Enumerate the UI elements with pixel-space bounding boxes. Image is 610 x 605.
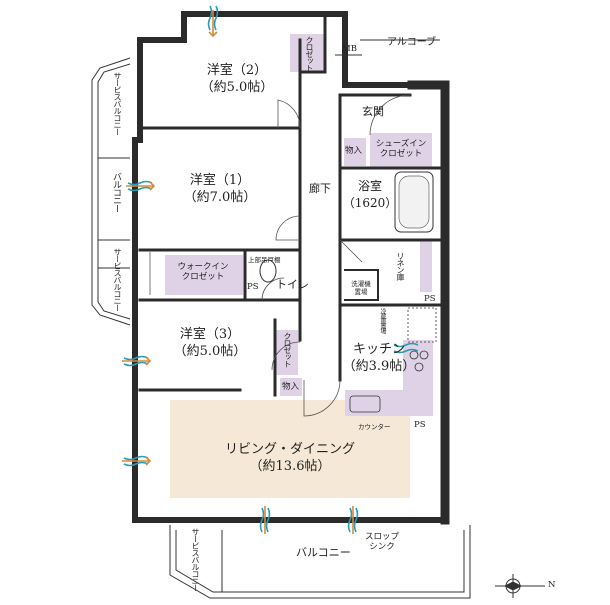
room-western2-name: 洋室（2） (206, 63, 268, 78)
room-bath-size: （1620） (342, 196, 398, 210)
main-balcony-outline (169, 525, 471, 599)
walkin-closet-line1: ウォークイン (177, 262, 229, 272)
shoes-closet-label: シューズイン クロゼット (376, 139, 427, 159)
balcony-main-label: バルコニー (296, 546, 351, 559)
walkin-closet-label: ウォークイン クロゼット (177, 262, 228, 282)
room-kitchen-name: キッチン (352, 342, 405, 357)
ps-label-1: PS (247, 282, 259, 292)
shoes-closet-fill (370, 133, 432, 167)
door-bath (339, 239, 363, 263)
room-western2: 洋室（2） （約5.0帖） (201, 62, 274, 96)
room-living-area: （約13.6帖） (249, 459, 331, 474)
ps-label-2: PS (424, 294, 436, 304)
sink (349, 395, 381, 413)
closet-top-fill (290, 34, 325, 72)
toilet-bowl (259, 259, 277, 283)
service-balcony-inner (97, 63, 131, 320)
counter-label: カウンター (358, 423, 391, 431)
vent-arrow-room1 (126, 181, 156, 191)
laundry-line2: 置場 (354, 288, 368, 296)
vent-icon-living (123, 455, 149, 467)
room-toilet: トイレ (276, 278, 309, 291)
kitchen-side-fill (403, 340, 433, 416)
room-kitchen: キッチン （約3.9帖） (343, 341, 416, 375)
closet-mid-fill (276, 330, 298, 375)
room-western3-name: 洋室（3） (179, 327, 241, 342)
storage2-label: 物入 (282, 382, 300, 392)
vent-icon-bottom2 (347, 507, 359, 533)
balcony-side-label: バルコニー (111, 172, 121, 212)
room-corridor: 廊下 (309, 182, 331, 195)
laundry-line1: 洗濯機 (351, 280, 371, 288)
main-balcony-inner (175, 530, 465, 593)
upper-shelf-label: 上部吊戸棚 (248, 256, 281, 264)
door-room1 (275, 215, 301, 241)
hob-burner2 (419, 350, 429, 360)
outer-wall-top-right (342, 11, 413, 88)
slop-sink-line2: シンク (369, 542, 395, 552)
room-western1-name: 洋室（1） (189, 173, 251, 188)
room-western3-area: （約5.0帖） (173, 344, 247, 359)
alcove-label: アルコーブ (387, 37, 437, 48)
walkin-closet-fill (165, 255, 243, 295)
storage1-fill (344, 138, 366, 166)
compass-north-label: N (548, 580, 556, 590)
bathtub-inner (398, 175, 430, 229)
vent-arrow-living (122, 456, 152, 466)
ps-label-3: PS (414, 420, 426, 430)
laundry-label: 洗濯機 置場 (351, 280, 371, 296)
service-balcony-outline (91, 57, 131, 326)
door-room2 (277, 99, 301, 129)
storage1-label: 物入 (345, 146, 363, 156)
fridge-label: 冷蔵庫置場 (379, 308, 386, 333)
outer-wall-right (407, 80, 450, 525)
walkin-closet-line2: クロゼット (181, 272, 225, 282)
door-toilet (261, 277, 285, 301)
vent-icon-bottom1 (259, 507, 271, 533)
shoes-closet-line2: クロゼット (379, 149, 423, 159)
closet-mid-label: クロゼット (283, 332, 292, 367)
shoes-closet-line1: シューズイン (375, 139, 427, 149)
hob-burner1 (409, 350, 419, 360)
slop-sink-line1: スロップ (364, 532, 400, 542)
room-living-name: リビング・ダイニング (224, 442, 356, 457)
vent-icon-room3 (123, 355, 149, 367)
door-room3 (271, 341, 301, 371)
door-entrance (369, 94, 411, 136)
living-floor-fill (170, 400, 410, 498)
room-western1: 洋室（1） （約7.0帖） (184, 172, 257, 206)
storage2-fill (280, 378, 302, 396)
room-western2-area: （約5.0帖） (200, 80, 274, 95)
vent-icon-room2 (207, 5, 219, 31)
room-bath: 浴室 （1620） (343, 178, 398, 212)
room-living: リビング・ダイニング （約13.6帖） (225, 441, 355, 475)
room-bath-name: 浴室 (357, 179, 383, 193)
room-western3: 洋室（3） （約5.0帖） (174, 326, 247, 360)
wall-mb-left (298, 12, 327, 74)
compass-icon (495, 574, 545, 598)
vent-icon-kitchen (393, 342, 419, 354)
vent-icon-room1 (127, 180, 153, 192)
service-balcony-top-label: サービスバルコニー (113, 72, 122, 135)
outer-wall-left (132, 11, 187, 523)
vent-arrow-room3 (122, 356, 152, 366)
hob-burner3 (414, 362, 424, 372)
linen-label: リネン庫 (396, 252, 405, 280)
room-kitchen-area: （約3.9帖） (342, 359, 416, 374)
service-balcony-bottom-label: サービスバルコニー (191, 528, 200, 591)
vent-arrow-room2 (208, 10, 218, 38)
service-balcony-mid-label: サービスバルコニー (113, 248, 122, 311)
room-western1-area: （約7.0帖） (183, 190, 257, 205)
room-entrance: 玄関 (362, 105, 384, 118)
fridge-space (407, 307, 437, 343)
closet-top-label: クロゼット (305, 36, 314, 71)
slop-sink-label: スロップ シンク (365, 532, 399, 552)
door-living (303, 379, 341, 417)
linen-fill (420, 240, 432, 292)
wall-laundry (344, 269, 379, 301)
mb-label: MB (342, 44, 357, 54)
